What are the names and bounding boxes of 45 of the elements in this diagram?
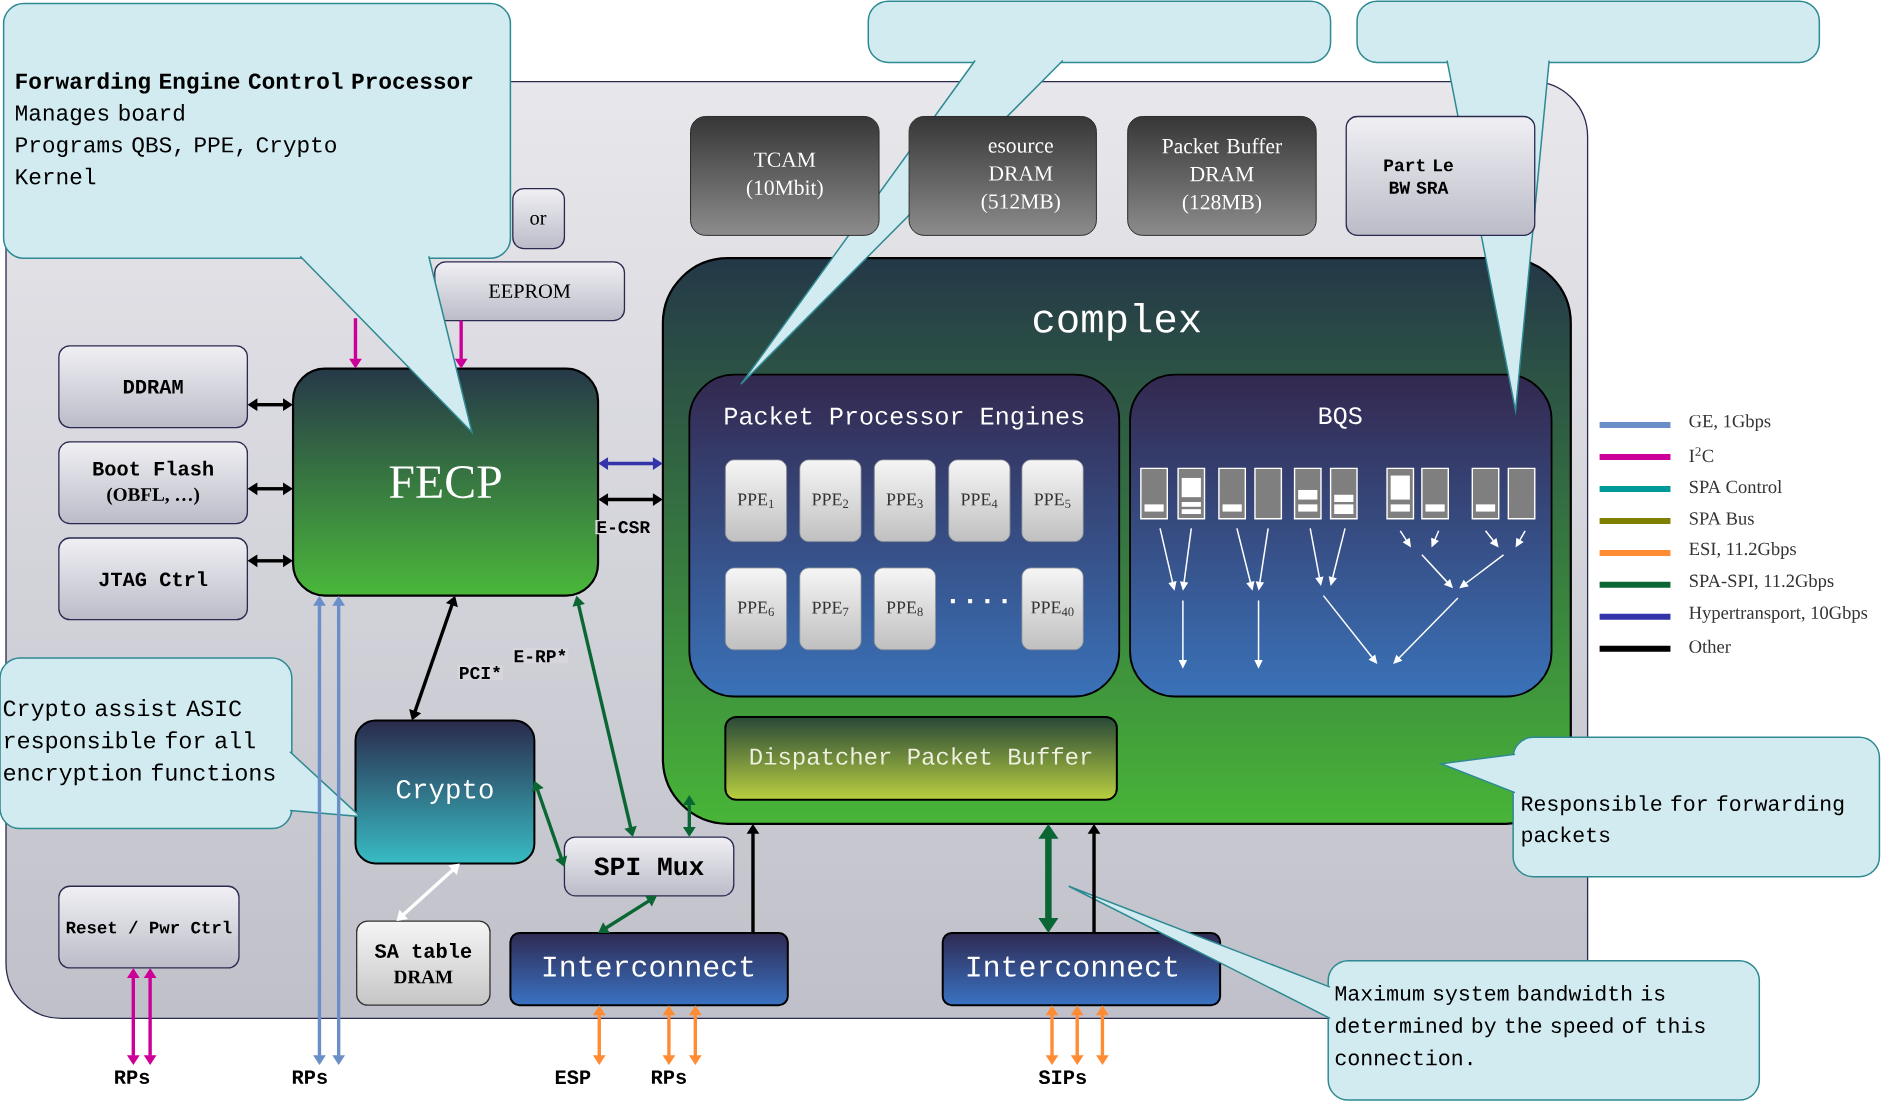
port-label: RPs bbox=[651, 1070, 686, 1084]
callout bbox=[1356, 0, 1821, 63]
arrow bbox=[598, 895, 657, 933]
port-label: ESP bbox=[555, 1070, 591, 1084]
engine-box: PPE$_{4}$ bbox=[948, 459, 1011, 542]
legend-label: GE, 1Gbps bbox=[1689, 414, 1771, 431]
engine-box: PPE$_{5}$ bbox=[1021, 459, 1084, 542]
component-box: JTAG Ctrl bbox=[58, 537, 249, 621]
component-box: Boot Flash (OBFL, …) bbox=[58, 441, 249, 525]
arrow bbox=[396, 863, 460, 921]
memory-box: Packet Buffer DRAM (128MB) bbox=[1127, 115, 1317, 236]
memory-box: Part Le BW SRA bbox=[1345, 115, 1536, 236]
legend-label: SPA Bus bbox=[1689, 512, 1754, 525]
callout: Responsible for forwarding packets bbox=[1512, 736, 1881, 878]
mux-box: SPI Mux bbox=[563, 836, 735, 897]
component-box: Reset / Pwr Ctrl bbox=[58, 885, 240, 969]
engine-box: PPE$_{1}$ bbox=[724, 459, 787, 542]
engine-box: PPE$_{2}$ bbox=[799, 459, 862, 542]
interconnect-box: Interconnect bbox=[509, 931, 789, 1006]
engine-box: PPE$_{7}$ bbox=[799, 567, 862, 650]
interconnect-box: Interconnect bbox=[941, 931, 1222, 1006]
memory-box: esource DRAM (512MB) bbox=[908, 115, 1097, 236]
port-label: SIPs bbox=[1038, 1070, 1086, 1084]
engine-box: PPE$_{8}$ bbox=[873, 567, 936, 650]
legend-label: I$^{2}$C bbox=[1689, 446, 1714, 462]
legend-label: ESI, 11.2Gbps bbox=[1689, 541, 1796, 559]
buffer-box: Dispatcher Packet Buffer bbox=[724, 715, 1118, 801]
legend-label: Hypertransport, 10Gbps bbox=[1689, 605, 1868, 623]
ellipsis-text: ···· bbox=[950, 598, 1007, 604]
memory-box: TCAM (10Mbit) bbox=[690, 115, 880, 236]
callout bbox=[867, 0, 1332, 63]
callout: Maximum system bandwidth is determined by the speed of this connection. bbox=[1327, 959, 1761, 1101]
port-label: RPs bbox=[115, 1070, 150, 1084]
engine-box: PPE$_{3}$ bbox=[873, 459, 936, 542]
engine-box: PPE$_{6}$ bbox=[724, 567, 787, 650]
port-label: RPs bbox=[292, 1070, 327, 1084]
component-box: EEPROM bbox=[434, 260, 626, 322]
legend-label: Other bbox=[1689, 639, 1731, 653]
memory-box: SA table DRAM bbox=[356, 920, 491, 1006]
engine-box: PPE$_{40}$ bbox=[1021, 567, 1084, 650]
legend-label: SPA-SPI, 11.2Gbps bbox=[1689, 573, 1834, 591]
component-box: or bbox=[512, 187, 566, 249]
legend-label: SPA Control bbox=[1689, 479, 1782, 493]
component-box: DDRAM bbox=[58, 345, 249, 428]
crypto-box: Crypto bbox=[354, 719, 536, 865]
